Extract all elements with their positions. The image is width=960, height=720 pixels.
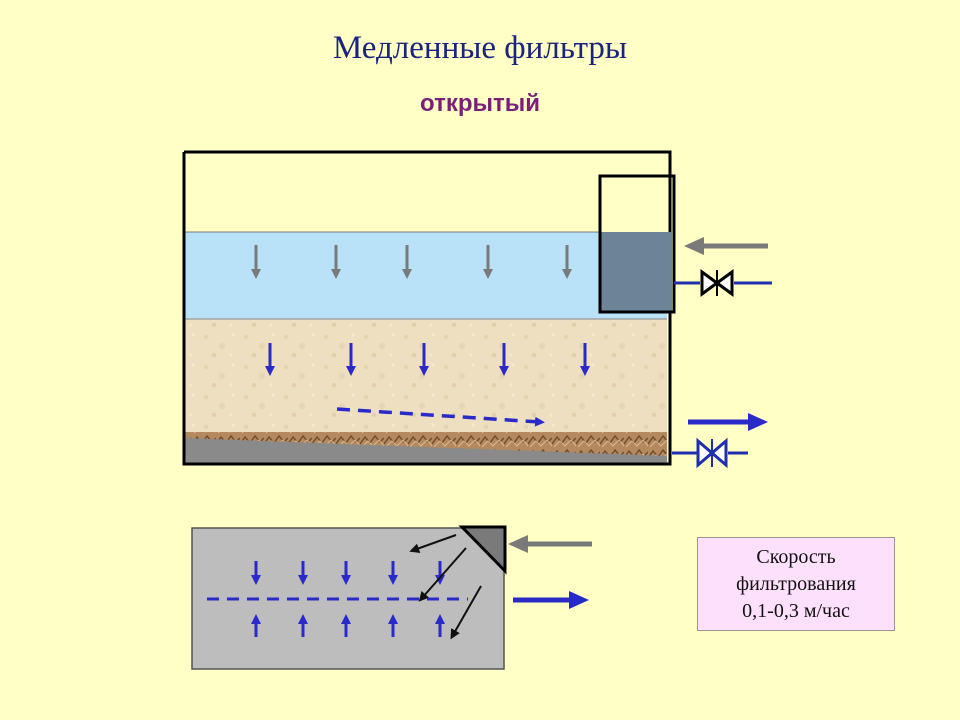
inlet-pipe xyxy=(674,269,772,297)
plan-inlet-corner xyxy=(458,525,507,575)
water-flow-arrows xyxy=(251,245,572,279)
speed-note-line2: фильтрования xyxy=(736,573,856,595)
water-layer xyxy=(185,232,667,319)
valve-icon[interactable] xyxy=(700,269,734,297)
plan-spread-arrows xyxy=(409,534,482,640)
plan-up-arrows xyxy=(251,614,445,637)
filter-plan xyxy=(191,525,592,670)
sloped-bottom xyxy=(185,438,667,463)
speed-note-line1: Скорость xyxy=(756,546,836,568)
inlet-chamber-water xyxy=(600,232,672,312)
valve-icon[interactable] xyxy=(696,437,728,469)
page-title: Медленные фильтры xyxy=(332,30,628,66)
speed-note-line3: 0,1-0,3 м/час xyxy=(742,600,850,622)
page-subtitle: открытый xyxy=(420,90,540,117)
sand-flow-arrows xyxy=(265,343,590,376)
tank-wall xyxy=(182,150,672,466)
inlet-chamber xyxy=(598,174,676,314)
filtration-speed-note: Скорость фильтрования 0,1-0,3 м/час xyxy=(697,537,895,631)
drain-flow-arrow xyxy=(336,407,545,427)
outlet-pipe xyxy=(672,437,748,469)
filter-section xyxy=(182,150,772,469)
